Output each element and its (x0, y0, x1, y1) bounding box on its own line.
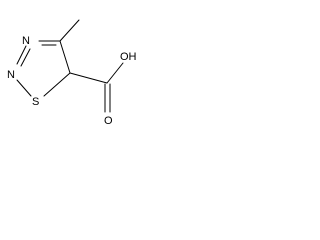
chemical-structure: N N S OH O (7, 19, 137, 127)
bond-n2-s1 (16, 79, 32, 97)
atom-n2: N (7, 69, 15, 81)
bond-n3-n2-inner (20, 48, 31, 67)
bond-c5-carboxyl (69, 72, 108, 84)
bond-n3-n2 (16, 45, 27, 65)
bond-s1-c5 (43, 72, 71, 97)
atom-o-hydroxyl: OH (120, 51, 137, 63)
atom-s1: S (32, 96, 39, 108)
bond-c5-c4 (59, 40, 71, 74)
atom-n3: N (22, 35, 30, 47)
bond-carboxyl-oh (106, 62, 124, 84)
bond-methyl (59, 19, 80, 42)
atom-o-carbonyl: O (104, 115, 113, 127)
